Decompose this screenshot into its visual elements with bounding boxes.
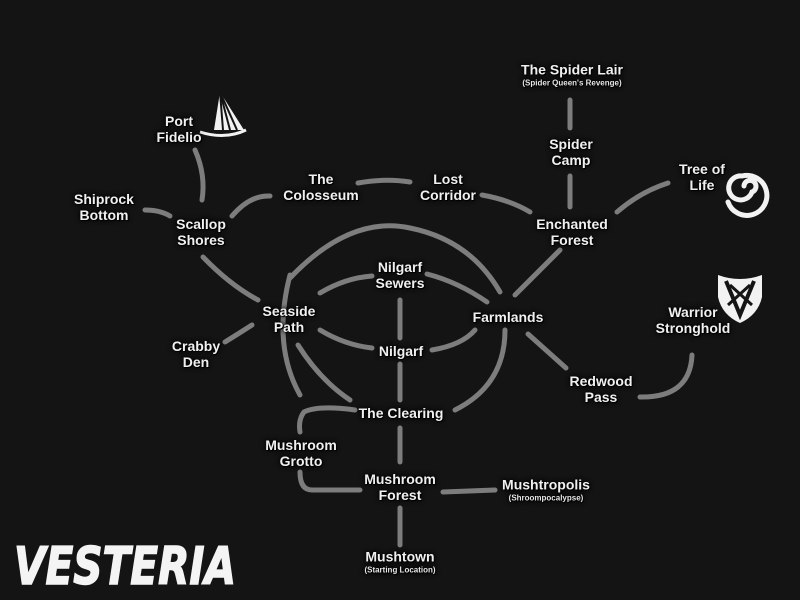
location-name-line2: Grotto [279,453,323,469]
location-farmlands[interactable]: Farmlands [473,309,544,325]
location-subtitle: (Spider Queen's Revenge) [522,78,622,88]
location-name: Mushtown [365,548,435,565]
location-name-line2: Life [689,177,715,193]
location-name-line2: Pass [584,389,618,405]
location-subtitle: (Shroompocalypse) [508,493,584,503]
location-name-line2: Corridor [420,187,476,203]
location-mushroom-forest[interactable]: Mushroom Forest [364,471,436,503]
location-nilgarf-sewers[interactable]: Nilgarf Sewers [375,259,424,291]
location-name-line2: Forest [378,487,422,503]
location-crabby-den[interactable]: Crabby Den [172,338,220,370]
location-seaside-path[interactable]: Seaside Path [263,303,316,335]
location-name-line2: Colosseum [283,187,359,203]
location-name: Mushroom [265,437,337,453]
location-nilgarf[interactable]: Nilgarf [379,343,423,359]
swirl-icon [725,172,770,218]
roads [142,97,695,548]
location-subtitle: (Starting Location) [364,565,436,575]
location-name: Spider [549,136,593,152]
game-logo: VESTERIA [13,536,237,594]
location-enchanted-forest[interactable]: Enchanted Forest [536,216,608,248]
location-mushroom-grotto[interactable]: Mushroom Grotto [265,437,337,469]
location-mushtown[interactable]: Mushtown (Starting Location) [364,549,435,576]
location-name-line2: Shores [177,232,225,248]
location-name: Seaside [262,303,316,319]
location-name-line2: Stronghold [655,320,731,336]
location-name: Farmlands [472,309,544,325]
location-name: Nilgarf [378,343,424,359]
location-name: Crabby [171,338,221,354]
location-the-colosseum[interactable]: The Colosseum [283,171,358,203]
location-name: Shiprock [74,191,134,207]
location-lost-corridor[interactable]: Lost Corridor [420,171,476,203]
location-name: The [308,171,334,187]
location-name: Warrior [668,304,718,320]
location-name: Lost [433,171,463,187]
location-name: Scallop [176,216,226,232]
location-name-line2: Camp [551,152,591,168]
location-name: Enchanted [536,216,608,232]
location-name: Nilgarf [377,259,423,275]
location-shiprock-bottom[interactable]: Shiprock Bottom [74,191,134,223]
location-name: Tree of [679,161,725,177]
location-tree-of-life[interactable]: Tree of Life [679,161,725,193]
location-the-clearing[interactable]: The Clearing [359,405,444,421]
location-redwood-pass[interactable]: Redwood Pass [570,373,633,405]
location-name: Port [165,113,193,129]
shield-icon [718,275,762,323]
location-name-line2: Den [182,354,210,370]
game-logo-text: VESTERIA [14,537,236,594]
location-name-line2: Bottom [79,207,129,223]
location-name-line2: Sewers [375,275,425,291]
location-port-fidelio[interactable]: Port Fidelio [156,113,201,145]
location-name-line2: Path [273,319,305,335]
location-name: Redwood [569,373,633,389]
location-name: Mushtropolis [502,476,590,493]
location-warrior-stronghold[interactable]: Warrior Stronghold [656,304,731,336]
location-scallop-shores[interactable]: Scallop Shores [176,216,226,248]
location-name: The Clearing [358,405,444,421]
location-name-line2: Forest [550,232,594,248]
location-name-line2: Fidelio [156,129,202,145]
location-mushtropolis[interactable]: Mushtropolis (Shroompocalypse) [502,477,590,504]
location-spider-camp[interactable]: Spider Camp [549,136,593,168]
ship-sail-icon [199,91,247,137]
location-name: The Spider Lair [521,61,623,78]
location-name: Mushroom [364,471,436,487]
location-spider-lair[interactable]: The Spider Lair (Spider Queen's Revenge) [521,62,623,89]
